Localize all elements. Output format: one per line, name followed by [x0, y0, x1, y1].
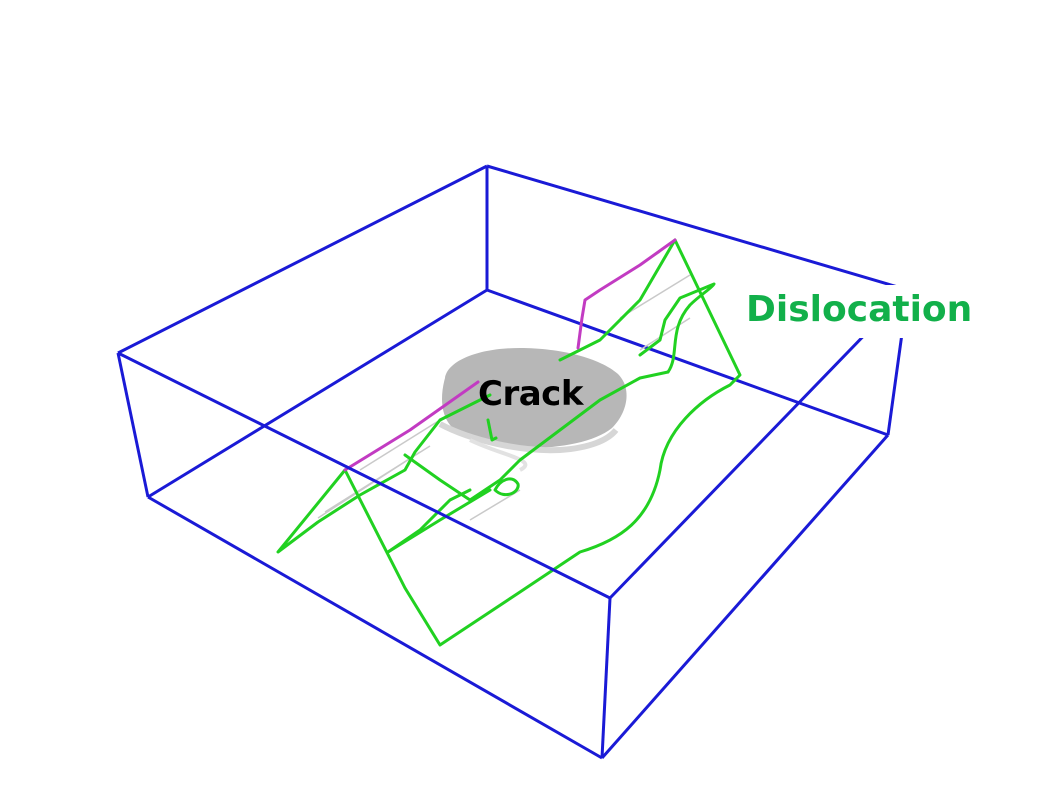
box-edge [147, 495, 603, 760]
dislocation-loop [343, 238, 742, 647]
dislocation-lines [276, 238, 742, 647]
dislocation-loop [403, 370, 670, 502]
dislocation-segment [576, 238, 677, 350]
box-edge [116, 352, 150, 498]
dislocation-loop [386, 488, 492, 554]
dislocation-loop [558, 238, 677, 362]
box-edge [486, 288, 889, 437]
dislocation-loop [276, 393, 492, 554]
dislocation-label: Dislocation [740, 285, 987, 338]
box-edge [600, 597, 612, 759]
dislocation-loop [486, 418, 498, 442]
box-edge [486, 164, 909, 292]
dislocation-loop [638, 282, 716, 374]
crack-label: Crack [478, 374, 583, 414]
crack-shadow [469, 438, 528, 472]
box-edge [117, 164, 488, 355]
crack-rim [438, 421, 619, 454]
box-edge [600, 434, 890, 759]
dislocation-segments-alt [343, 238, 677, 472]
box-edge [117, 351, 611, 600]
box-edge [608, 288, 910, 600]
box-edge [147, 288, 488, 499]
simulation-box-back-edges [147, 166, 889, 499]
simulation-box-front-edges [116, 164, 910, 760]
dislocation-segment [343, 380, 480, 472]
dislocation-loop [493, 477, 520, 497]
